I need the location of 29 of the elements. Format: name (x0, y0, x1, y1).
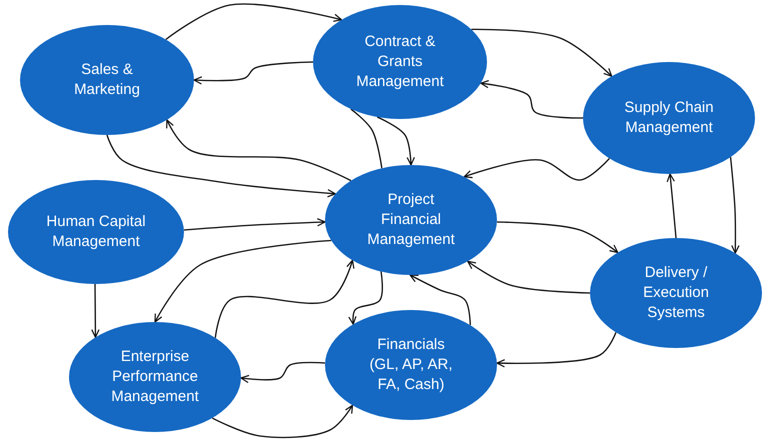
arrow (240, 362, 326, 384)
arrow (212, 404, 354, 438)
arrow (214, 260, 354, 338)
node-label: Human Capital Management (46, 212, 146, 252)
arrow (496, 332, 617, 368)
node-label: Supply Chain Management (623, 98, 715, 138)
arrow (184, 218, 326, 231)
arrow (166, 119, 352, 182)
node-label: Project Financial Management (366, 190, 456, 250)
node-label: Financials (GL, AP, AR, FA, Cash) (368, 335, 454, 395)
arrow (666, 173, 677, 238)
node-label: Contract & Grants Management (355, 32, 445, 92)
arrow (464, 158, 610, 181)
arrow (91, 284, 100, 338)
node-label: Enterprise Performance Management (110, 347, 200, 407)
arrow (410, 274, 471, 326)
arrow (480, 80, 583, 119)
arrow (467, 260, 590, 294)
arrow (376, 116, 415, 166)
arrow (348, 271, 383, 325)
arrow (496, 221, 618, 254)
arrow (165, 3, 342, 40)
arrow (106, 134, 336, 198)
node-label: Delivery / Execution Systems (642, 263, 710, 323)
arrow (471, 28, 612, 77)
node-label: Sales & Marketing (73, 60, 141, 100)
arrow (730, 157, 740, 254)
arrow (193, 61, 314, 85)
arrow (154, 240, 332, 323)
